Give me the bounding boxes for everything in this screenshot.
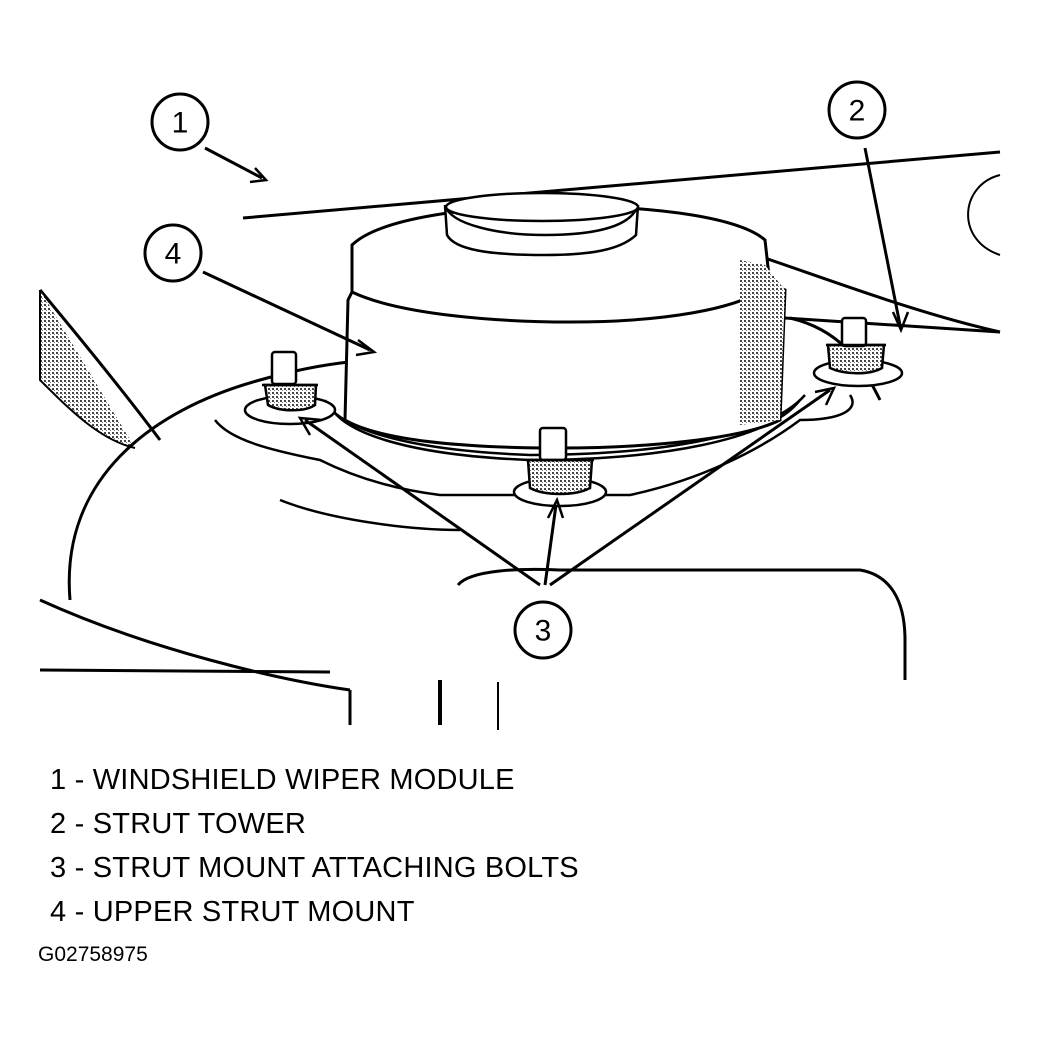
legend-number: 4 (50, 896, 67, 928)
callout-1-number: 1 (172, 107, 189, 140)
legend-separator: - (74, 764, 85, 796)
legend-item-3: 3 - STRUT MOUNT ATTACHING BOLTS (50, 846, 579, 890)
strut-mount-illustration: 1 2 3 4 (38, 80, 1001, 730)
legend-separator: - (74, 852, 85, 884)
legend-label: WINDSHIELD WIPER MODULE (92, 764, 515, 796)
legend-item-4: 4 - UPPER STRUT MOUNT (50, 890, 579, 934)
callout-3-number: 3 (535, 615, 552, 648)
legend-label: STRUT TOWER (92, 808, 307, 840)
figure-id: G02758975 (38, 943, 148, 966)
callout-4: 4 (143, 223, 203, 283)
fender-edge (38, 289, 352, 725)
bolt-center (512, 426, 608, 508)
bolt-left (243, 350, 337, 426)
legend-label: UPPER STRUT MOUNT (92, 896, 415, 928)
callout-2-number: 2 (849, 95, 866, 128)
callout-1: 1 (150, 92, 210, 152)
legend-item-1: 1 - WINDSHIELD WIPER MODULE (50, 758, 579, 802)
legend-number: 1 (50, 764, 67, 796)
legend-item-2: 2 - STRUT TOWER (50, 802, 579, 846)
legend-separator: - (74, 808, 85, 840)
legend-number: 3 (50, 852, 67, 884)
callout-3: 3 (513, 600, 573, 660)
callout-4-number: 4 (165, 238, 182, 271)
legend-label: STRUT MOUNT ATTACHING BOLTS (92, 852, 579, 884)
legend-number: 2 (50, 808, 67, 840)
upper-strut-mount (343, 191, 787, 450)
callout-2: 2 (827, 80, 887, 140)
legend-separator: - (74, 896, 85, 928)
leader-lines (202, 146, 910, 587)
legend: 1 - WINDSHIELD WIPER MODULE 2 - STRUT TO… (50, 758, 579, 934)
bolt-right (812, 316, 904, 388)
